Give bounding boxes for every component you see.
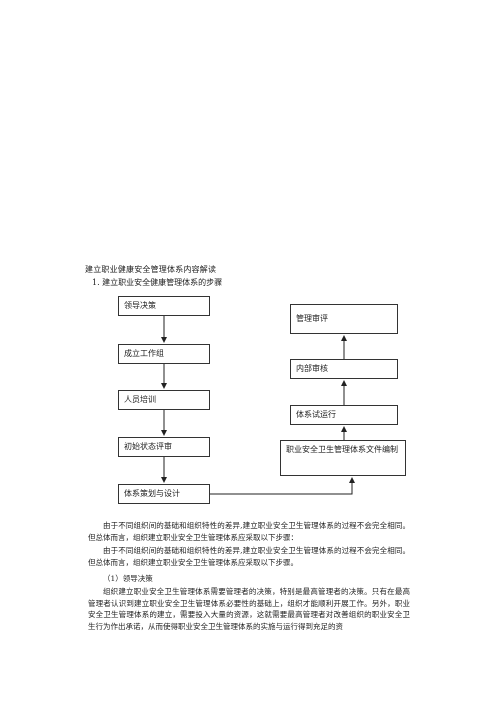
flow-step-documentation: 职业安全卫生管理体系文件编制 <box>280 440 406 476</box>
flow-step-system-design: 体系策划与设计 <box>118 484 210 504</box>
flow-step-management-review: 管理审评 <box>290 304 398 334</box>
subheading-leadership: （1）领导决策 <box>103 574 153 583</box>
flow-step-internal-audit: 内部审核 <box>290 359 398 379</box>
paragraph-intro-2: 由于不同组织间的基础和组织特性的差异,建立职业安全卫生管理体系的过程不会完全相同… <box>88 546 410 567</box>
flow-step-form-working-group: 成立工作组 <box>118 344 210 364</box>
paragraph-body: 组织建立职业安全卫生管理体系需要管理者的决策，特别是最高管理者的决策。只有在最高… <box>88 587 410 631</box>
document-title: 建立职业健康安全管理体系内容解读 <box>85 265 217 274</box>
paragraph-intro-1: 由于不同组织间的基础和组织特性的差异,建立职业安全卫生管理体系的过程不会完全相同… <box>88 521 410 542</box>
flow-step-initial-review: 初始状态评审 <box>118 437 210 457</box>
flow-step-trial-operation: 体系试运行 <box>290 405 398 425</box>
arrow-design-to-docs <box>210 477 355 495</box>
section-heading: 1. 建立职业安全健康管理体系的步骤 <box>92 278 223 287</box>
flow-step-leadership-decision: 领导决策 <box>118 296 210 316</box>
flow-step-staff-training: 人员培训 <box>118 390 210 410</box>
